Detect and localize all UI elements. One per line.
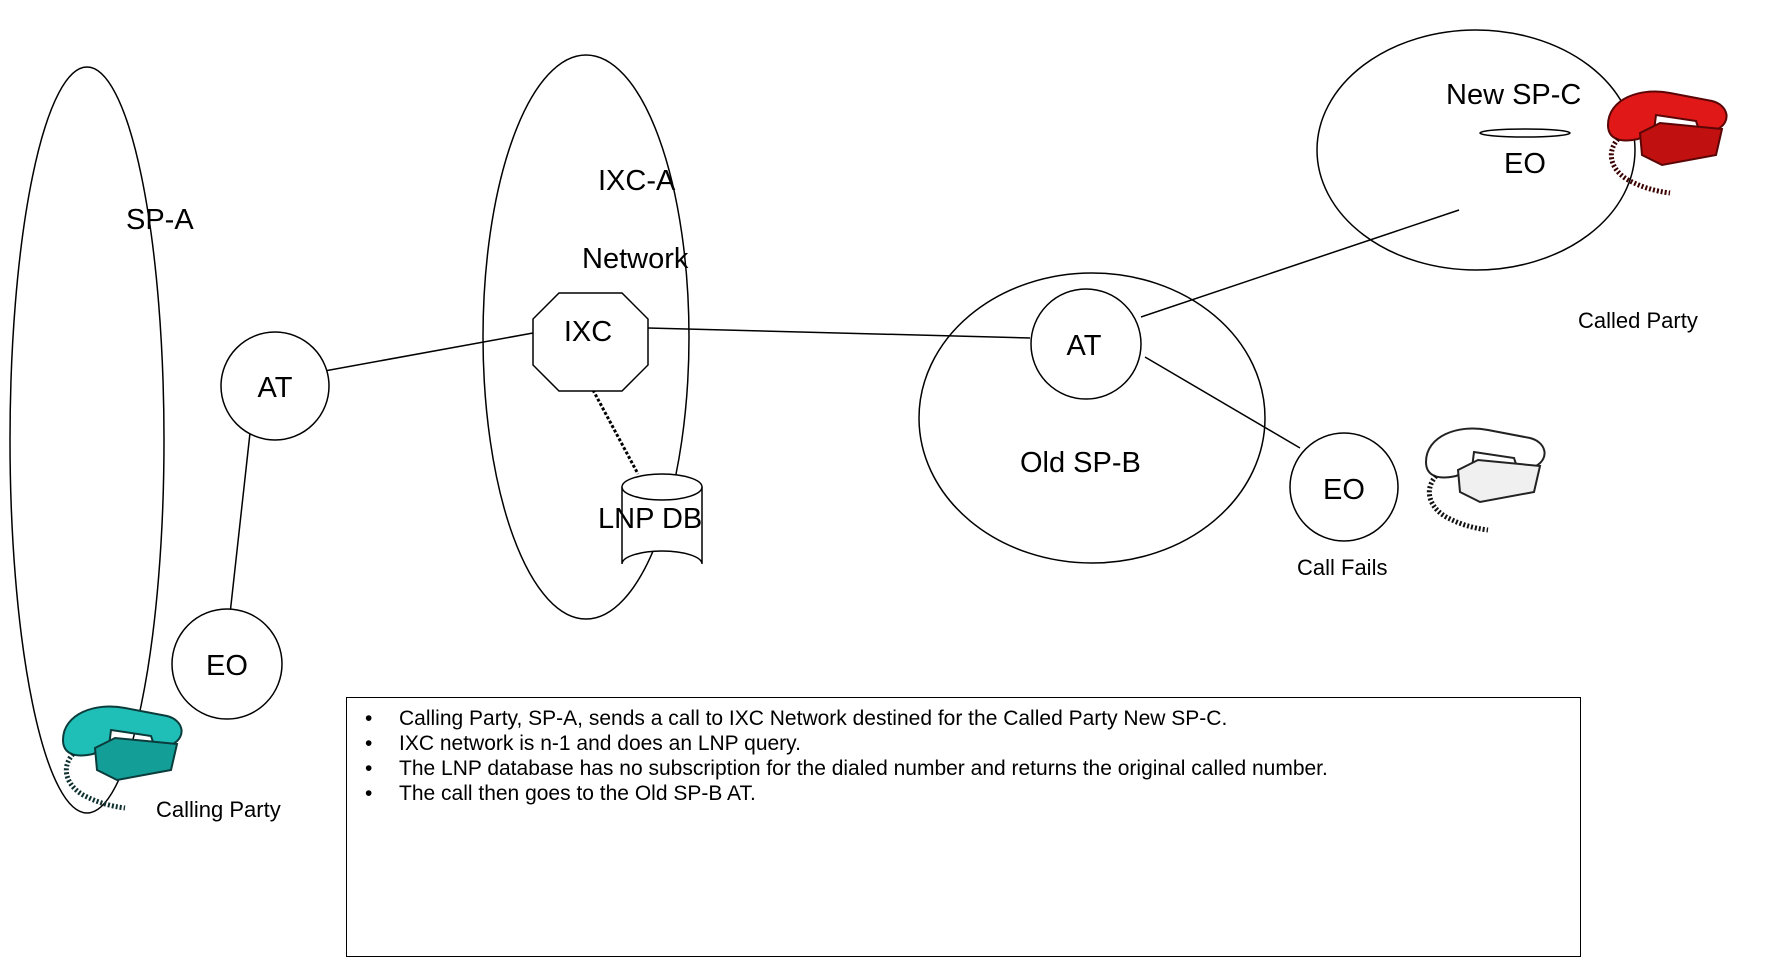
- link-spb-at-spb-eo: [1144, 356, 1301, 449]
- sp-a-at-label: AT: [258, 372, 293, 404]
- note-item: The call then goes to the Old SP-B AT.: [365, 781, 1570, 806]
- sp-a-region: [9, 66, 165, 814]
- ixc-label: IXC: [564, 316, 612, 348]
- sp-a-eo-node: [171, 608, 283, 720]
- note-item: IXC network is n-1 and does an LNP query…: [365, 731, 1570, 756]
- sp-c-eo-label: EO: [1504, 148, 1546, 180]
- new-sp-c-label: New SP-C: [1446, 79, 1581, 111]
- calling-party-phone-icon: [61, 705, 183, 811]
- network-label: Network: [582, 243, 689, 275]
- ixc-a-label: IXC-A: [598, 165, 676, 197]
- old-sp-b-label: Old SP-B: [1020, 447, 1141, 479]
- lnp-db-label: LNP DB: [598, 503, 702, 535]
- called-party-label: Called Party: [1578, 308, 1698, 333]
- sp-a-label: SP-A: [126, 204, 194, 236]
- ixc-switch: [532, 292, 649, 392]
- link-spa-eo-at: [229, 432, 251, 615]
- sp-c-eo-bar: [1479, 128, 1571, 138]
- failed-party-phone-icon: [1424, 427, 1546, 533]
- call-fails-label: Call Fails: [1297, 555, 1387, 580]
- lnp-query-link: [591, 389, 640, 475]
- called-party-phone-icon: [1606, 90, 1728, 196]
- link-spb-at-spc-eo: [1140, 209, 1460, 318]
- sp-b-eo-node: [1289, 432, 1399, 542]
- note-item: Calling Party, SP-A, sends a call to IXC…: [365, 706, 1570, 731]
- sp-b-at-label: AT: [1067, 330, 1102, 362]
- new-sp-c-region: [1316, 29, 1636, 271]
- sp-a-eo-label: EO: [206, 650, 248, 682]
- note-item: The LNP database has no subscription for…: [365, 756, 1570, 781]
- sp-a-at-node: [220, 331, 330, 441]
- calling-party-label: Calling Party: [156, 797, 281, 822]
- old-sp-b-region: [918, 272, 1266, 564]
- sp-b-eo-label: EO: [1323, 474, 1365, 506]
- explanation-notes-box: Calling Party, SP-A, sends a call to IXC…: [346, 697, 1581, 957]
- ixc-a-region: [482, 54, 690, 620]
- lnp-db-cylinder: [621, 473, 703, 565]
- link-ixc-spb-at: [647, 327, 1031, 339]
- link-spa-at-ixc: [307, 332, 534, 375]
- sp-b-at-node: [1030, 288, 1142, 400]
- lnp-call-flow-diagram: SP-A IXC-A Network Old SP-B New SP-C AT …: [9, 29, 1728, 822]
- explanation-list: Calling Party, SP-A, sends a call to IXC…: [357, 706, 1570, 806]
